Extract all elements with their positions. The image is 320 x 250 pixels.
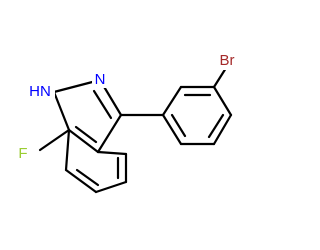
- bond-ph6-ph1-double: [170, 113, 187, 138]
- bond-n2-c3-double: [92, 89, 113, 120]
- bond-ph4-ph5: [212, 113, 233, 146]
- atom-label-layer: HN N F Br: [15, 52, 242, 163]
- br-label: Br: [220, 52, 235, 69]
- n-label-bg: [92, 70, 108, 88]
- bond-c7-f: [38, 128, 71, 152]
- structure-diagram: HN N F Br: [15, 51, 242, 194]
- bond-c6-c5: [94, 180, 128, 194]
- bond-c7a-c7: [64, 128, 71, 172]
- nh-label-bg: [27, 82, 55, 100]
- bond-ph3-br: [212, 66, 228, 89]
- br-label-bg: [212, 52, 242, 70]
- bond-ph4-ph5-double: [207, 113, 225, 139]
- n-label: N: [95, 71, 106, 88]
- f-label: F: [18, 145, 27, 162]
- bond-ph1-ph2: [161, 85, 183, 117]
- bond-c7a-n1: [52, 90, 71, 132]
- f-label-bg: [15, 145, 31, 163]
- molecule-canvas: HN N F Br: [15, 51, 242, 194]
- bond-ph6-ph1: [161, 113, 183, 146]
- bond-c3a-c7a-double: [74, 125, 98, 144]
- bond-layer: [38, 66, 233, 194]
- bond-ph3-ph4: [212, 85, 233, 117]
- bond-c3a-c7a: [67, 128, 100, 154]
- bond-c7-c6-double: [75, 168, 100, 187]
- nh-label: HN: [29, 83, 51, 100]
- bond-c7-c6: [64, 168, 98, 194]
- bond-c3-c3a: [96, 113, 123, 154]
- bond-c4-c3a: [96, 150, 128, 156]
